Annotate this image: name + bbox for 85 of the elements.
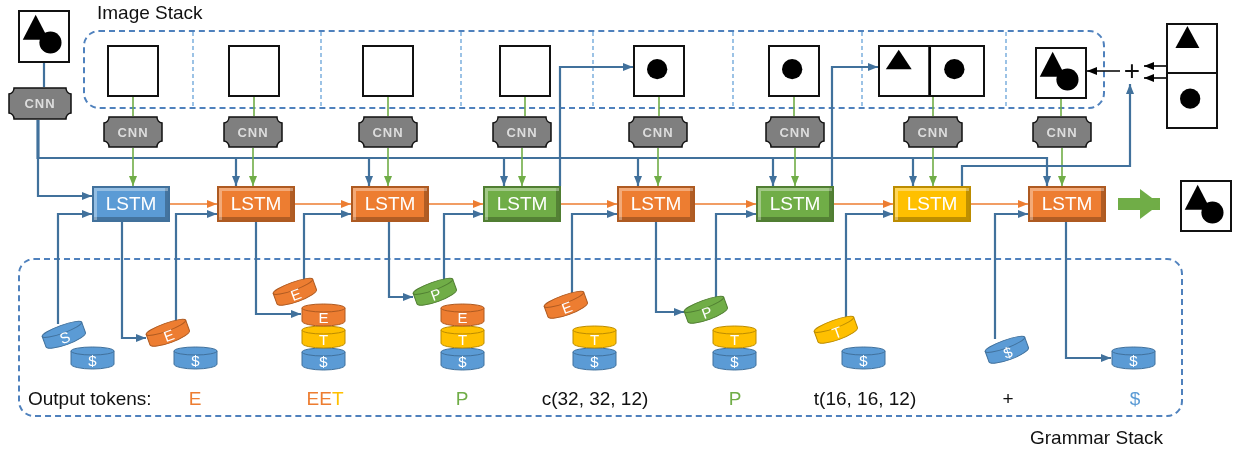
arrow (254, 222, 301, 318)
arrow (558, 63, 633, 186)
cnn-block: CNN (765, 116, 825, 148)
arrow (302, 210, 351, 281)
shape-image (1035, 47, 1087, 99)
lstm-block: LSTM (351, 186, 429, 222)
shape-image (1166, 23, 1218, 74)
arrow (714, 210, 756, 299)
output-token: EET (306, 388, 344, 410)
empty-image-frame (107, 45, 159, 97)
cnn-block: CNN (492, 116, 552, 148)
cnn-block: CNN (223, 116, 283, 148)
cnn-block: CNN (903, 116, 963, 148)
connector-line (1060, 98, 1062, 117)
connector-line (658, 96, 660, 117)
arrow (1086, 67, 1121, 75)
arrow (518, 147, 526, 187)
arrow (442, 210, 483, 281)
plus-sign: + (1120, 58, 1144, 84)
arrow (970, 200, 1029, 208)
connector-line (42, 63, 46, 87)
arrow (570, 210, 617, 294)
shape-image (768, 45, 820, 97)
arrow (169, 200, 218, 208)
lstm-block: LSTM (893, 186, 971, 222)
lstm-block: LSTM (617, 186, 695, 222)
arrow (694, 200, 757, 208)
shape-image (1180, 180, 1232, 232)
arrow (560, 200, 618, 208)
lstm-block: LSTM (756, 186, 834, 222)
arrow (120, 222, 146, 342)
empty-image-frame (499, 45, 551, 97)
output-token: + (1002, 388, 1014, 410)
arrow (1143, 74, 1167, 82)
arrow (654, 222, 684, 316)
cnn-block: CNN (103, 116, 163, 148)
arrow (294, 200, 352, 208)
arrow (833, 200, 894, 208)
connector-line (132, 96, 134, 117)
block-arrow (1118, 189, 1160, 219)
lstm-block: LSTM (483, 186, 561, 222)
arrow (929, 147, 937, 187)
cnn-block: CNN (1032, 116, 1092, 148)
empty-image-frame (362, 45, 414, 97)
connector-line (387, 96, 389, 117)
cnn-block: CNN (8, 87, 72, 120)
arrow (960, 84, 1134, 186)
connector-line (524, 96, 526, 117)
cnn-block: CNN (358, 116, 418, 148)
output-token: $ (1129, 388, 1141, 410)
shape-image (1166, 72, 1218, 129)
arrow (387, 222, 413, 301)
group-heading: Image Stack (97, 2, 203, 24)
arrow (56, 210, 92, 324)
lstm-block: LSTM (92, 186, 170, 222)
arrow (654, 147, 662, 187)
connector-line (932, 96, 934, 117)
lstm-block: LSTM (217, 186, 295, 222)
group-heading: Grammar Stack (1029, 427, 1163, 449)
arrow (249, 147, 257, 187)
arrow (174, 210, 217, 322)
arrow (791, 147, 799, 187)
output-token: P (728, 388, 742, 410)
arrow (384, 147, 392, 187)
output-token: c(32, 32, 12) (541, 388, 649, 410)
arrow (1064, 222, 1111, 362)
arrow (993, 210, 1028, 339)
connector-line (253, 96, 255, 117)
row-label: Output tokens: (28, 388, 152, 410)
output-token: t(16, 16, 12) (813, 388, 917, 410)
empty-image-frame (228, 45, 280, 97)
arrow (1058, 147, 1066, 187)
shape-image (878, 45, 985, 97)
arrow (830, 63, 878, 186)
shape-image (18, 10, 70, 63)
arrow (428, 200, 484, 208)
lstm-block: LSTM (1028, 186, 1106, 222)
shape-image (633, 45, 685, 97)
connector-line (793, 96, 795, 117)
arrow (844, 210, 893, 319)
arrow (129, 147, 137, 187)
output-token: P (455, 388, 469, 410)
arrow (1143, 62, 1167, 70)
cnn-block: CNN (628, 116, 688, 148)
output-token: E (188, 388, 202, 410)
